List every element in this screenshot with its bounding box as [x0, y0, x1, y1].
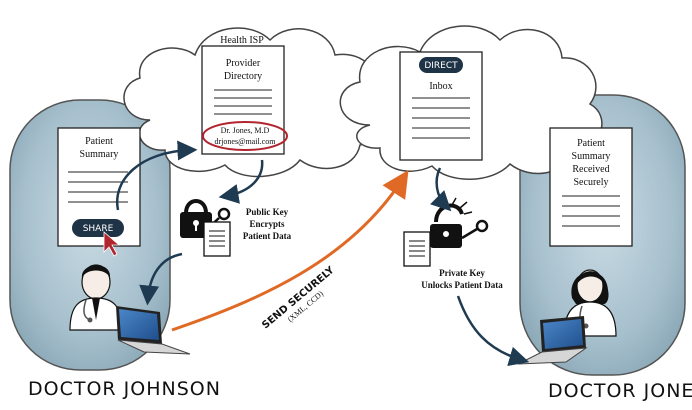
- provider-entry-name: Dr. Jones, M.D: [221, 126, 270, 135]
- patient-summary-title-1: Patient: [85, 136, 113, 147]
- health-isp-title: Health ISP: [220, 35, 264, 46]
- doctor-johnson-label: DOCTOR JOHNSON: [28, 378, 221, 400]
- doctor-jones-avatar: [563, 269, 617, 337]
- provider-directory-title-2: Directory: [224, 71, 262, 82]
- private-key-label-1: Private Key: [439, 268, 485, 278]
- provider-directory-document: [201, 45, 285, 155]
- received-doc-line-3: Received: [572, 164, 609, 175]
- private-key-unlocked-lock-icon: [430, 197, 473, 248]
- patient-summary-title-2: Summary: [80, 149, 119, 160]
- johnson-laptop-icon: [116, 306, 191, 355]
- received-document: [549, 127, 633, 247]
- provider-entry-highlight: [202, 121, 288, 151]
- public-key-label-2: Encrypts: [249, 219, 285, 229]
- received-doc-line-1: Patient: [577, 138, 605, 149]
- arrow-directory-to-lock: [218, 159, 264, 204]
- public-key-label-3: Patient Data: [243, 231, 292, 241]
- encrypted-document-icon: [203, 221, 231, 257]
- provider-entry-email: drjones@mail.com: [215, 137, 277, 146]
- private-key-label-2: Unlocks Patient Data: [421, 280, 503, 290]
- jones-laptop-icon: [517, 316, 588, 365]
- cursor-icon: [103, 231, 121, 257]
- private-key-icon: [461, 219, 489, 240]
- inbox-document: [399, 51, 483, 161]
- arrow-send-securely: [171, 169, 409, 332]
- arrow-inbox-to-unlock: [430, 167, 452, 212]
- direct-pill: [419, 57, 463, 73]
- doctor-jones-label: DOCTOR JONES: [548, 380, 692, 402]
- public-key-label-1: Public Key: [246, 207, 289, 217]
- provider-directory-title-1: Provider: [226, 58, 261, 69]
- direct-pill-label: DIRECT: [424, 61, 458, 71]
- arrow-unlock-to-jones: [456, 295, 530, 367]
- received-doc-line-4: Securely: [574, 177, 609, 188]
- inbox-title: Inbox: [429, 81, 452, 92]
- decrypted-document-icon: [403, 231, 431, 267]
- received-doc-line-2: Summary: [572, 151, 611, 162]
- share-button[interactable]: [72, 219, 124, 237]
- arrow-lock-to-laptop: [139, 252, 183, 306]
- share-button-label[interactable]: SHARE: [83, 224, 114, 234]
- patient-summary-document: [57, 127, 141, 247]
- arrow-summary-to-directory: [115, 140, 198, 211]
